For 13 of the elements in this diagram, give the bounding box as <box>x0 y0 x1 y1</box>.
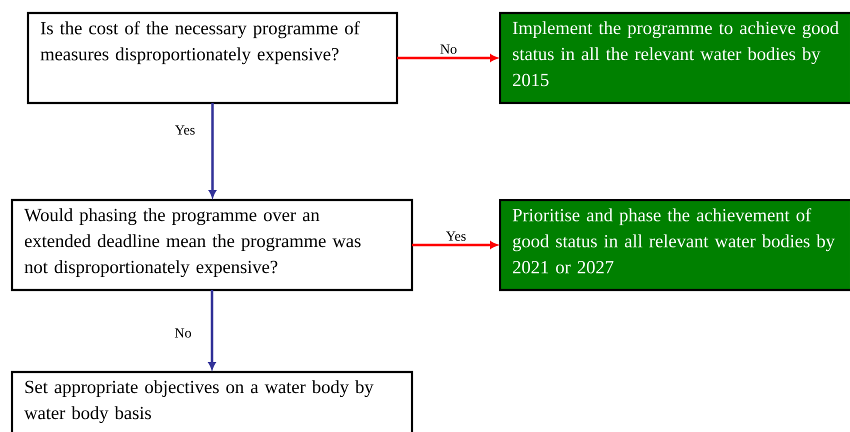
arrow <box>208 290 216 370</box>
edge-label: Yes <box>174 124 196 136</box>
question-box: Set appropriate objectives on a water body by water body basis <box>10 370 414 432</box>
outcome-box: Prioritise and phase the achievement of good status in all relevant water bodies by 2021 or 2027 <box>498 198 850 292</box>
arrow <box>208 103 216 198</box>
edge-label: No <box>438 44 458 55</box>
question-box: Is the cost of the necessary programme of measures disproportionately expensive? <box>26 12 398 104</box>
question-box: Would phasing the programme over an extended deadline mean the programme was not disproportionately expensive? <box>10 198 414 292</box>
edge-label: No <box>173 327 193 339</box>
outcome-box: Implement the programme to achieve good status in all the relevant water bodies by 2015 <box>498 12 850 104</box>
edge-label: Yes <box>444 230 468 242</box>
arrow <box>412 241 498 249</box>
arrow <box>397 54 498 62</box>
